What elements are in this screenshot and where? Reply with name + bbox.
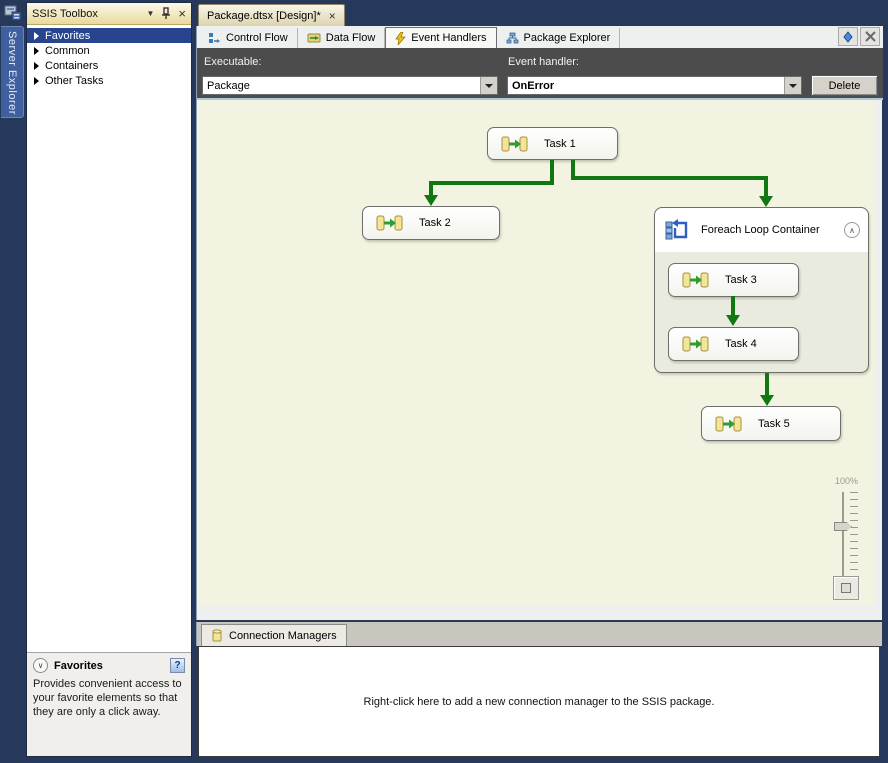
ssis-toolbox-title: SSIS Toolbox — [32, 7, 98, 20]
toolbox-item-other-tasks[interactable]: Other Tasks — [27, 73, 191, 88]
toolbox-item-label: Containers — [45, 59, 99, 72]
task-icon — [682, 272, 709, 288]
zoom-slider-ticks — [850, 492, 858, 580]
toolbox-category-list: Favorites Common Containers Other Tasks — [27, 25, 191, 652]
ssis-toolbox-panel: SSIS Toolbox ▼ × Favorites Common — [26, 2, 192, 757]
document-area: Package.dtsx [Design]* × Control Flow — [196, 0, 883, 763]
crossed-tools-icon — [864, 31, 876, 42]
task-icon — [501, 136, 528, 151]
event-handler-value: OnError — [512, 79, 555, 92]
fit-to-window-icon — [841, 583, 851, 593]
task-icon — [376, 215, 403, 231]
left-dock-rail: Server Explorer — [0, 0, 26, 763]
delete-button-label: Delete — [828, 79, 861, 92]
data-flow-icon — [307, 33, 321, 43]
connection-managers-tab[interactable]: Connection Managers — [201, 624, 347, 646]
description-panel-title: Favorites — [54, 659, 103, 672]
event-handler-dropdown[interactable]: OnError — [507, 76, 802, 95]
delete-button[interactable]: Delete — [811, 75, 878, 96]
task-icon — [682, 336, 709, 352]
package-designer: Control Flow Data Flow Event Handlers — [196, 26, 883, 620]
package-explorer-icon — [506, 32, 518, 43]
connection-managers-tab-label: Connection Managers — [229, 629, 337, 642]
connection-managers-strip: Connection Managers — [196, 622, 882, 646]
close-icon[interactable]: × — [328, 8, 336, 23]
foreach-loop-container[interactable]: Foreach Loop Container ∧ Task 3 — [654, 207, 869, 373]
tab-label: Data Flow — [325, 32, 376, 44]
toolbox-description-panel: ∨ Favorites ? Provides convenient access… — [27, 652, 191, 756]
tab-package-explorer[interactable]: Package Explorer — [497, 28, 621, 48]
help-icon[interactable]: ? — [170, 658, 185, 673]
task-node-3[interactable]: Task 3 — [668, 263, 799, 297]
collapse-chevron-icon[interactable]: ∧ — [844, 222, 860, 238]
server-explorer-icon — [4, 5, 22, 21]
tab-label: Event Handlers — [411, 32, 487, 44]
tab-label: Control Flow — [226, 32, 288, 44]
task-icon — [715, 416, 742, 431]
connection-managers-panel[interactable]: Right-click here to add a new connection… — [198, 646, 880, 757]
toolbox-item-label: Other Tasks — [45, 74, 104, 87]
task-label: Task 3 — [725, 274, 757, 286]
event-handlers-lightning-icon — [395, 31, 407, 45]
variables-button[interactable] — [838, 27, 858, 46]
task-label: Task 2 — [419, 217, 451, 229]
container-header[interactable]: Foreach Loop Container ∧ — [655, 208, 868, 252]
tab-data-flow[interactable]: Data Flow — [298, 28, 386, 48]
document-tab[interactable]: Package.dtsx [Design]* × — [198, 4, 345, 26]
event-handler-label: Event handler: — [508, 56, 579, 68]
expand-arrow-icon — [34, 61, 39, 70]
description-panel-text: Provides convenient access to your favor… — [33, 678, 182, 718]
zoom-control: 100% — [831, 476, 869, 604]
blue-drop-icon — [843, 30, 853, 43]
expand-arrow-icon — [34, 46, 39, 55]
connection-managers-hint: Right-click here to add a new connection… — [363, 695, 715, 708]
auto-hide-pin-icon[interactable] — [161, 7, 171, 20]
tools-button[interactable] — [860, 27, 880, 46]
zoom-slider-track[interactable] — [842, 492, 844, 580]
executable-label: Executable: — [204, 56, 262, 68]
designer-view-tabs: Control Flow Data Flow Event Handlers — [197, 26, 883, 48]
task-node-4[interactable]: Task 4 — [668, 327, 799, 361]
expand-arrow-icon — [34, 31, 39, 40]
task-node-2[interactable]: Task 2 — [362, 206, 500, 240]
tab-event-handlers[interactable]: Event Handlers — [385, 27, 497, 48]
toolbox-item-favorites[interactable]: Favorites — [27, 28, 191, 43]
dropdown-arrow-icon[interactable] — [784, 77, 801, 94]
executable-dropdown[interactable]: Package — [202, 76, 498, 95]
task-label: Task 5 — [758, 417, 790, 430]
dropdown-arrow-icon[interactable] — [480, 77, 497, 94]
task-label: Task 4 — [725, 338, 757, 350]
server-explorer-tab[interactable]: Server Explorer — [1, 26, 24, 118]
control-flow-icon — [209, 32, 220, 43]
expand-arrow-icon — [34, 76, 39, 85]
design-surface[interactable]: Task 1 Task 2 — [197, 100, 875, 606]
close-icon[interactable]: × — [178, 5, 186, 21]
executable-value: Package — [207, 79, 250, 92]
event-handler-toolbar: Executable: Event handler: Package OnErr… — [197, 48, 883, 100]
zoom-level-label: 100% — [835, 476, 859, 486]
task-node-1[interactable]: Task 1 — [487, 127, 618, 160]
toolbox-item-label: Favorites — [45, 29, 91, 42]
window-position-caret-icon[interactable]: ▼ — [146, 9, 155, 18]
tab-control-flow[interactable]: Control Flow — [199, 28, 298, 48]
connection-manager-icon — [212, 629, 222, 642]
ssis-toolbox-header: SSIS Toolbox ▼ × — [27, 3, 191, 25]
document-tab-label: Package.dtsx [Design]* — [207, 9, 321, 22]
toolbox-item-containers[interactable]: Containers — [27, 58, 191, 73]
foreach-loop-icon — [665, 219, 688, 240]
toolbox-item-common[interactable]: Common — [27, 43, 191, 58]
zoom-fit-button[interactable] — [833, 576, 859, 600]
task-label: Task 1 — [544, 137, 576, 150]
zoom-slider-handle[interactable] — [834, 522, 852, 531]
container-label: Foreach Loop Container — [701, 224, 820, 236]
toolbox-item-label: Common — [45, 44, 90, 57]
task-node-5[interactable]: Task 5 — [701, 406, 841, 441]
collapse-chevron-icon[interactable]: ∨ — [33, 658, 48, 673]
server-explorer-tab-label: Server Explorer — [6, 31, 18, 115]
tab-label: Package Explorer — [523, 32, 611, 44]
